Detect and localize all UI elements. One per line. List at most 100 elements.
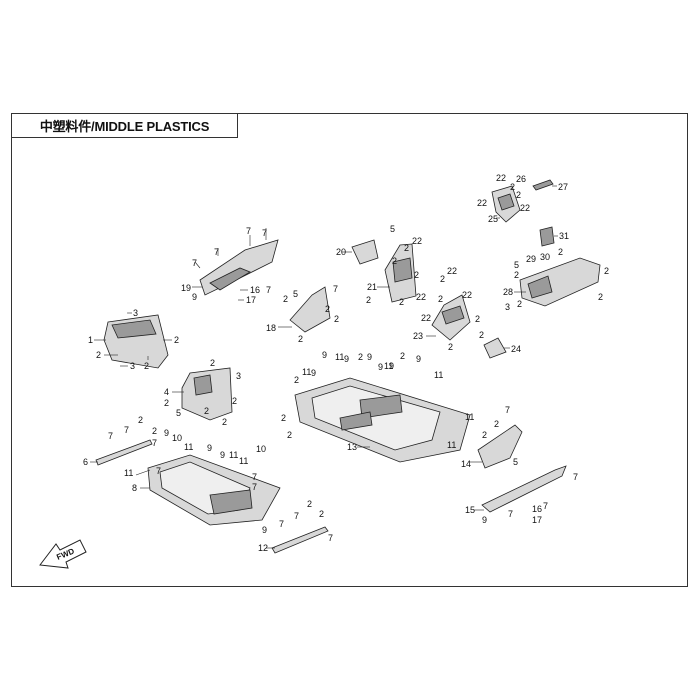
callout-2: 2 [404, 243, 409, 253]
callout-11: 11 [335, 352, 344, 362]
callout-31: 31 [559, 231, 569, 241]
callout-2: 2 [366, 295, 371, 305]
callout-2: 2 [392, 256, 397, 266]
callout-2: 2 [319, 509, 324, 519]
callout-10: 10 [172, 433, 182, 443]
callout-2: 2 [232, 396, 237, 406]
callout-7: 7 [333, 284, 338, 294]
callout-22: 22 [412, 236, 422, 246]
callout-2: 2 [517, 299, 522, 309]
callout-7: 7 [192, 258, 197, 268]
callout-2: 2 [604, 266, 609, 276]
part-center-console: 20 21 5 22 2 2 2 22 2 2 [336, 224, 426, 307]
callout-2: 2 [482, 430, 487, 440]
callout-2: 2 [174, 335, 179, 345]
part-upper-left-duct: 7 7 7 7 19 9 16 17 7 [181, 226, 279, 305]
callout-9: 9 [367, 352, 372, 362]
callout-10: 10 [256, 444, 266, 454]
part-front-left-panel: 1 3 2 2 3 2 [88, 308, 179, 371]
callout-9: 9 [262, 525, 267, 535]
callout-9: 9 [192, 292, 197, 302]
callout-15: 15 [465, 505, 475, 515]
part-upper-right-cover: 25 22 22 22 26 2 2 27 [477, 173, 568, 224]
callout-7: 7 [108, 431, 113, 441]
callout-7: 7 [328, 533, 333, 543]
callout-24: 24 [511, 344, 521, 354]
callout-17: 17 [532, 515, 542, 525]
callout-5: 5 [514, 260, 519, 270]
part-right-side-bracket: 14 2 7 2 5 [461, 405, 523, 469]
callout-9: 9 [389, 361, 394, 371]
callout-2: 2 [96, 350, 101, 360]
callout-2: 2 [400, 351, 405, 361]
callout-7: 7 [214, 247, 219, 257]
callout-28: 28 [503, 287, 513, 297]
callout-9: 9 [322, 350, 327, 360]
part-left-floor-tub: 8 11 7 9 10 11 7 9 9 11 11 10 7 7 9 [124, 428, 281, 535]
part-left-rail: 6 7 7 2 2 [83, 415, 157, 467]
callout-2: 2 [164, 398, 169, 408]
callout-2: 2 [494, 419, 499, 429]
callout-7: 7 [252, 472, 257, 482]
callout-9: 9 [207, 443, 212, 453]
page-title: 中塑料件/MIDDLE PLASTICS [39, 119, 210, 134]
callout-7: 7 [252, 482, 257, 492]
callout-2: 2 [138, 415, 143, 425]
callout-2: 2 [222, 417, 227, 427]
callout-2: 2 [558, 247, 563, 257]
callout-2: 2 [325, 304, 330, 314]
callout-22: 22 [421, 313, 431, 323]
part-cup-holder: 23 22 2 22 2 22 2 2 2 [413, 266, 484, 352]
callout-11: 11 [302, 367, 311, 377]
callout-16: 16 [250, 285, 260, 295]
callout-2: 2 [440, 274, 445, 284]
callout-7: 7 [246, 226, 251, 236]
callout-13: 13 [347, 442, 357, 452]
callout-2: 2 [399, 297, 404, 307]
callout-22: 22 [447, 266, 457, 276]
callout-2: 2 [516, 190, 521, 200]
callout-9: 9 [344, 354, 349, 364]
fwd-arrow: FWD [39, 539, 87, 569]
callout-7: 7 [124, 425, 129, 435]
callout-18: 18 [266, 323, 276, 333]
callout-2: 2 [448, 342, 453, 352]
callout-2: 2 [358, 352, 363, 362]
callout-1: 1 [88, 335, 93, 345]
callout-2: 2 [438, 294, 443, 304]
callout-5: 5 [390, 224, 395, 234]
part-right-rear-console: 31 28 29 30 2 5 2 2 2 3 2 [503, 226, 609, 312]
callout-9: 9 [311, 368, 316, 378]
callout-9: 9 [220, 450, 225, 460]
callout-3: 3 [505, 302, 510, 312]
callout-2: 2 [210, 358, 215, 368]
callout-2: 2 [479, 330, 484, 340]
part-left-side-panel: 2 3 4 2 5 2 2 2 [164, 358, 241, 427]
callout-8: 8 [132, 483, 137, 493]
part-bottom-rail: 12 7 7 2 2 7 [258, 499, 333, 554]
callout-2: 2 [144, 361, 149, 371]
callout-11: 11 [239, 456, 248, 466]
callout-9: 9 [482, 515, 487, 525]
callout-22: 22 [462, 290, 472, 300]
callout-7: 7 [505, 405, 510, 415]
callout-2: 2 [287, 430, 292, 440]
callout-22: 22 [496, 173, 506, 183]
callout-11: 11 [465, 412, 474, 422]
callout-17: 17 [246, 295, 256, 305]
callout-3: 3 [130, 361, 135, 371]
callout-26: 26 [516, 174, 526, 184]
callout-2: 2 [281, 413, 286, 423]
callout-11: 11 [184, 442, 193, 452]
callout-11: 11 [384, 361, 393, 371]
callout-9: 9 [378, 362, 383, 372]
part-right-rail: 15 9 7 16 17 7 7 [465, 465, 578, 525]
callout-3: 3 [236, 371, 241, 381]
callout-11: 11 [124, 468, 133, 478]
callout-2: 2 [598, 292, 603, 302]
callout-16: 16 [532, 504, 542, 514]
callout-9: 9 [164, 428, 169, 438]
callout-2: 2 [298, 334, 303, 344]
callout-5: 5 [513, 457, 518, 467]
